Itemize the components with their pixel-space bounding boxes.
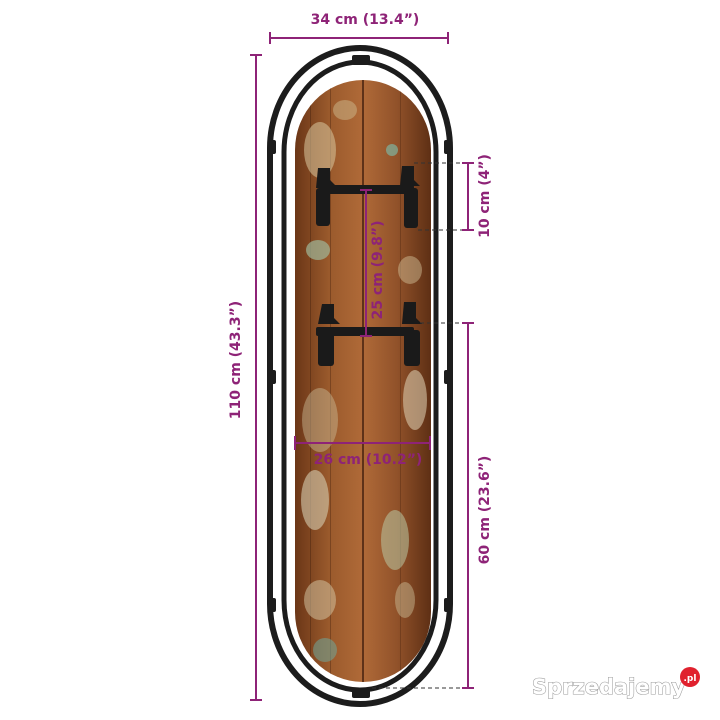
watermark-text: Sprzedajemy xyxy=(532,675,686,699)
lower-right-hook xyxy=(402,302,422,324)
watermark-logo: Sprzedajemy .pl xyxy=(531,667,700,700)
watermark-suffix: .pl xyxy=(684,674,697,684)
dimension-leaders xyxy=(372,162,462,689)
dim-hook-spacing-label: 25 cm (9.8”) xyxy=(370,221,386,320)
dim-bottom-height-label: 60 cm (23.6”) xyxy=(477,456,493,565)
upper-left-hook xyxy=(316,168,338,188)
frame-brackets xyxy=(268,55,452,698)
dim-width-total-label: 34 cm (13.4”) xyxy=(311,12,420,28)
watermark-badge-icon xyxy=(680,667,700,687)
upper-right-hook xyxy=(400,166,420,186)
wooden-board xyxy=(295,80,431,682)
dim-height-total-label: 110 cm (43.3”) xyxy=(228,301,244,419)
dim-top-offset-label: 10 cm (4”) xyxy=(477,154,493,238)
dim-board-width-label: 26 cm (10.2”) xyxy=(314,452,423,468)
wood-texture xyxy=(301,80,427,682)
dimension-lines xyxy=(250,32,474,701)
lower-left-hook xyxy=(318,304,340,324)
